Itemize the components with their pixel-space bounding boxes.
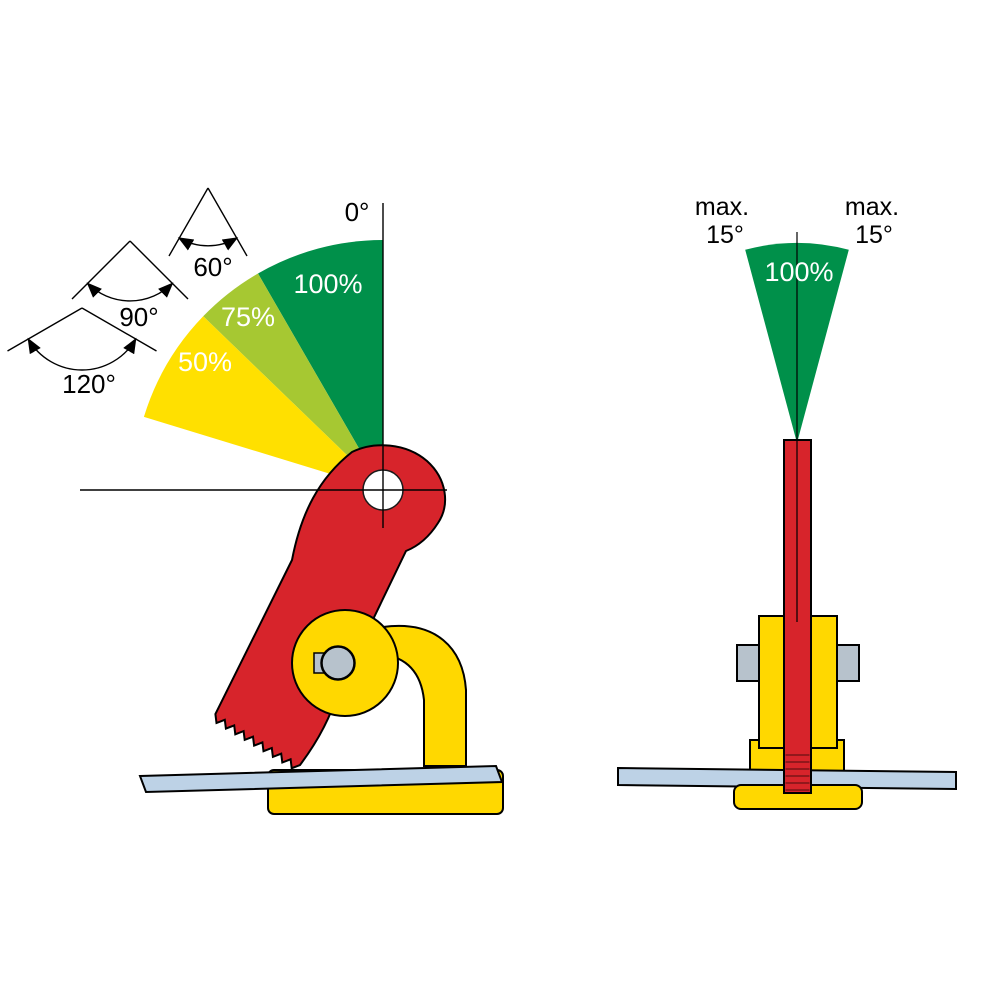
angle-arc-60 xyxy=(177,237,239,251)
thread-lines xyxy=(785,754,810,791)
angle-arc-120 xyxy=(27,337,137,371)
sector-label-50: 50% xyxy=(178,347,232,377)
load-sector-75 xyxy=(203,273,383,490)
steel-plate xyxy=(138,764,504,794)
bolt-head xyxy=(736,644,760,682)
load-sector-100 xyxy=(258,240,383,490)
front-sector-label-100: 100% xyxy=(764,257,833,287)
zero-angle-label: 0° xyxy=(345,197,370,227)
angle-label-120: 120° xyxy=(62,369,116,399)
load-sector-50 xyxy=(143,316,383,490)
clamp-jaw-arm xyxy=(379,624,467,767)
wedge-leg-left xyxy=(168,187,209,257)
wedge-leg-right xyxy=(81,307,157,352)
wedge-leg-left xyxy=(7,307,83,352)
wedge-leg-right xyxy=(207,187,248,257)
max-right-label-line1: max. xyxy=(845,193,899,221)
wedge-leg-left xyxy=(71,240,131,300)
wedge-leg-right xyxy=(129,240,189,300)
angle-annotation-90: 90° xyxy=(71,240,189,332)
pivot-bolt xyxy=(320,645,356,681)
clamp-body xyxy=(214,444,446,770)
angle-annotation-120: 120° xyxy=(7,307,157,399)
side-plate-right xyxy=(810,615,838,749)
sector-label-75: 75% xyxy=(221,302,275,332)
angle-annotation-60: 60° xyxy=(168,187,248,282)
max-right-label-line2: 15° xyxy=(855,221,893,249)
max-left-label-line1: max. xyxy=(695,193,749,221)
angle-label-60: 60° xyxy=(193,252,232,282)
angle-arc-90 xyxy=(86,282,174,302)
bolt-nut xyxy=(836,644,860,682)
max-left-label-line2: 15° xyxy=(706,221,744,249)
angle-label-90: 90° xyxy=(119,302,158,332)
sector-label-100: 100% xyxy=(293,269,362,299)
side-plate-left xyxy=(758,615,786,749)
